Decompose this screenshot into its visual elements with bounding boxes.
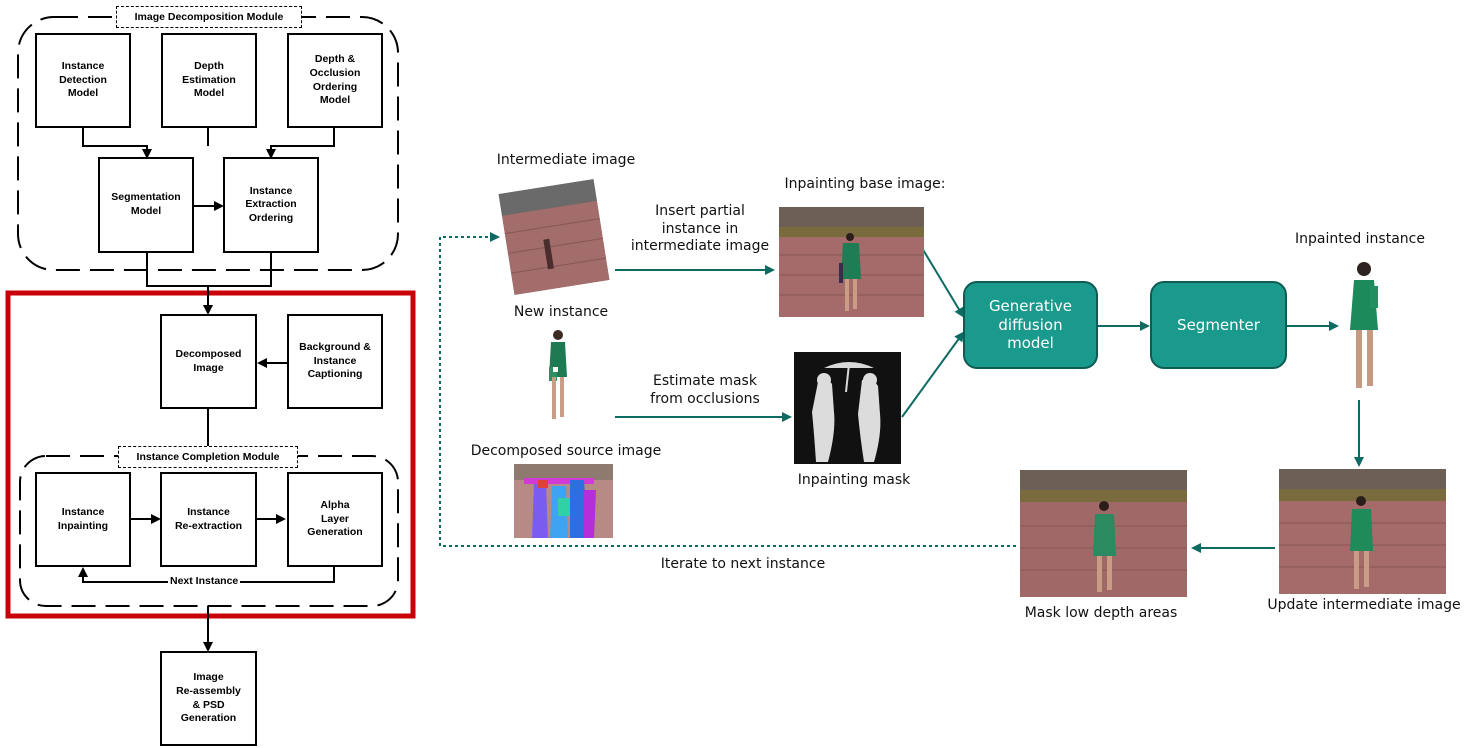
inpainted-instance-label: Inpainted instance: [1295, 231, 1425, 247]
mask-low-depth-areas-label: Mask low depth areas: [1024, 605, 1178, 621]
decomposed-image-box: Decomposed Image: [160, 314, 257, 409]
instance-reextraction-box: Instance Re-extraction: [160, 472, 257, 567]
image-reassembly-psd-box: Image Re-assembly & PSD Generation: [160, 651, 257, 746]
teal-connectors: [439, 232, 1364, 553]
inpainting-base-image-label: Inpainting base image:: [784, 176, 946, 192]
decomposed-source-image-label: Decomposed source image: [470, 443, 662, 459]
depth-occlusion-ordering-box: Depth & Occlusion Ordering Model: [287, 33, 383, 128]
background-instance-captioning-box: Background & Instance Captioning: [287, 314, 383, 409]
instance-detection-model-box: Instance Detection Model: [35, 33, 131, 128]
highlight-frame: [5, 290, 416, 619]
new-instance-label: New instance: [513, 304, 609, 320]
segmenter-box: Segmenter: [1150, 281, 1287, 369]
inpainted-instance-photo: [1340, 258, 1388, 394]
inpainting-mask-photo: [794, 352, 901, 464]
insert-partial-instance-label: Insert partial instance in intermediate …: [630, 203, 770, 254]
generative-diffusion-model-box: Generative diffusion model: [963, 281, 1098, 369]
intermediate-image-photo: [498, 176, 610, 298]
completion-module-title: Instance Completion Module: [118, 446, 298, 468]
decomposition-module-title: Image Decomposition Module: [116, 6, 302, 28]
update-intermediate-image-photo: [1279, 469, 1446, 594]
next-instance-label: Next Instance: [168, 575, 241, 587]
mask-low-depth-areas-photo: [1020, 470, 1187, 597]
alpha-layer-generation-box: Alpha Layer Generation: [287, 472, 383, 567]
update-intermediate-image-label: Update intermediate image: [1267, 597, 1461, 613]
black-connectors: [78, 128, 335, 652]
depth-estimation-model-box: Depth Estimation Model: [161, 33, 257, 128]
intermediate-image-label: Intermediate image: [496, 152, 636, 168]
segmentation-model-box: Segmentation Model: [98, 157, 194, 253]
instance-inpainting-box: Instance Inpainting: [35, 472, 131, 567]
inpainting-mask-label: Inpainting mask: [797, 472, 911, 488]
estimate-mask-label: Estimate mask from occlusions: [650, 373, 760, 407]
new-instance-photo: [537, 325, 577, 425]
inpainting-base-image-photo: [779, 207, 924, 317]
iterate-next-instance-label: Iterate to next instance: [660, 556, 826, 572]
instance-extraction-ordering-box: Instance Extraction Ordering: [223, 157, 319, 253]
decomposed-source-image-photo: [514, 464, 613, 538]
